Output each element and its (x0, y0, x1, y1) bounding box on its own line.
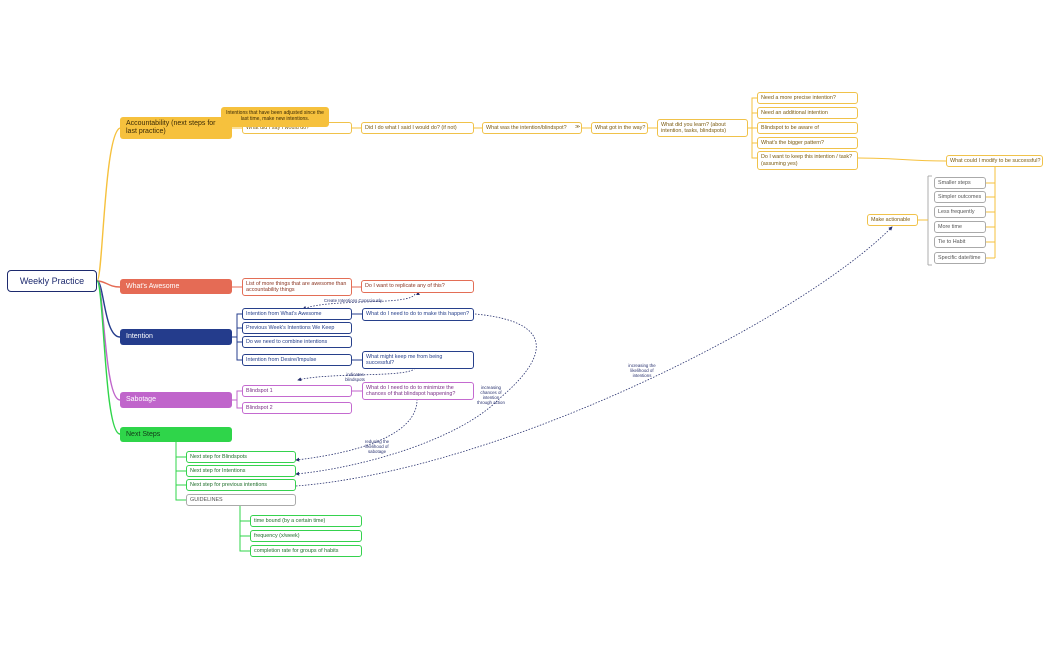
modify-item-3[interactable]: Less frequently (934, 206, 986, 218)
annotation-indicates-blindspots: indicates blindspots (345, 372, 365, 382)
modify-item-2[interactable]: Simpler outcomes (934, 191, 986, 203)
learn-item-2[interactable]: Need an additional intention (757, 107, 858, 119)
learn-item-3[interactable]: Blindspot to be aware of (757, 122, 858, 134)
guideline-1[interactable]: time bound (by a certain time) (250, 515, 362, 527)
learn-item-4[interactable]: What's the bigger pattern? (757, 137, 858, 149)
node-what-did-you-learn[interactable]: What did you learn? (about intention, ta… (657, 119, 748, 137)
callout-intentions-adjusted[interactable]: Intentions that have been adjusted since… (221, 107, 329, 127)
intention-item-3[interactable]: Do we need to combine intentions (242, 336, 352, 348)
node-got-in-the-way[interactable]: What got in the way? (591, 122, 648, 134)
node-what-was-intention[interactable]: What was the intention/blindspot? (482, 122, 582, 134)
node-replicate[interactable]: Do I want to replicate any of this? (361, 280, 474, 293)
learn-item-1[interactable]: Need a more precise intention? (757, 92, 858, 104)
annotation-create-intentions: Create Intentions Consciously (323, 298, 383, 303)
node-keep-me-from-success[interactable]: What might keep me from being successful… (362, 351, 474, 369)
node-minimize-blindspot[interactable]: What do I need to do to minimize the cha… (362, 382, 474, 400)
modify-item-1[interactable]: Smaller steps (934, 177, 986, 189)
modify-item-5[interactable]: Tie to Habit (934, 236, 986, 248)
branch-sabotage[interactable]: Sabotage (120, 392, 232, 408)
modify-item-4[interactable]: More time (934, 221, 986, 233)
branch-next-steps[interactable]: Next Steps (120, 427, 232, 442)
learn-item-5[interactable]: Do I want to keep this intention / task?… (757, 151, 858, 170)
annotation-reducing-sabotage: reducing the likelihood of sabotage (364, 439, 390, 454)
modify-item-6[interactable]: Specific date/time (934, 252, 986, 264)
next-step-intentions[interactable]: Next step for Intentions (186, 465, 296, 477)
node-guidelines[interactable]: GUIDELINES (186, 494, 296, 506)
node-make-actionable[interactable]: Make actionable (867, 214, 918, 226)
intention-item-1[interactable]: Intention from What's Awesome (242, 308, 352, 320)
next-step-previous[interactable]: Next step for previous intentions (186, 479, 296, 491)
guideline-3[interactable]: completion rate for groups of habits (250, 545, 362, 557)
annotation-increasing-action: increasing chances of intention through … (477, 385, 505, 405)
blindspot-2[interactable]: Blindspot 2 (242, 402, 352, 414)
root-node[interactable]: Weekly Practice (7, 270, 97, 292)
node-awesome-list[interactable]: List of more things that are awesome tha… (242, 278, 352, 296)
next-step-blindspots[interactable]: Next step for Blindspots (186, 451, 296, 463)
intention-item-2[interactable]: Previous Week's Intentions We Keep (242, 322, 352, 334)
branch-whats-awesome[interactable]: What's Awesome (120, 279, 232, 294)
branch-intention[interactable]: Intention (120, 329, 232, 345)
node-did-i-do[interactable]: Did I do what I said I would do? (if not… (361, 122, 474, 134)
guideline-2[interactable]: frequency (x/week) (250, 530, 362, 542)
node-modify[interactable]: What could I modify to be successful? (946, 155, 1043, 167)
annotation-increasing-likelihood: increasing the likelihood of intentions (628, 363, 656, 378)
branch-accountability[interactable]: Accountability (next steps for last prac… (120, 117, 232, 139)
intention-item-4[interactable]: Intention from Desire/Impulse (242, 354, 352, 366)
arrow-symbol: ≫ (575, 124, 581, 130)
blindspot-1[interactable]: Blindspot 1 (242, 385, 352, 397)
node-make-this-happen[interactable]: What do I need to do to make this happen… (362, 308, 474, 321)
